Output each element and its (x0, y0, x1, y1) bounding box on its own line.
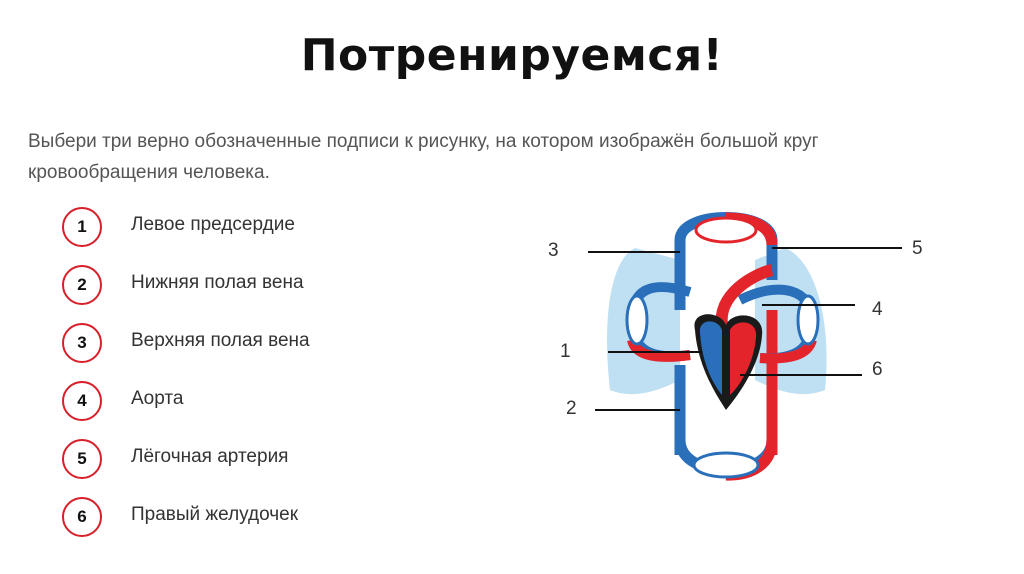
option-number-badge: 2 (62, 265, 102, 305)
callout-6: 6 (872, 359, 883, 380)
option-number-badge: 4 (62, 381, 102, 421)
circulation-illustration (588, 212, 902, 481)
callout-2: 2 (566, 398, 577, 419)
head-capillaries (694, 216, 758, 244)
option-label: Верхняя полая вена (131, 330, 310, 351)
option-number-badge: 6 (62, 497, 102, 537)
callout-3: 3 (548, 240, 559, 261)
heart-left-side (730, 322, 757, 395)
option-label: Нижняя полая вена (131, 272, 304, 293)
option-label: Лёгочная артерия (131, 446, 289, 467)
left-lung-capillaries (625, 294, 649, 346)
option-number-badge: 3 (62, 323, 102, 363)
page-title: Потренируемся! (300, 30, 724, 81)
option-number-badge: 1 (62, 207, 102, 247)
option-label: Левое предсердие (131, 214, 295, 235)
callout-4: 4 (872, 299, 883, 320)
option-label: Аорта (131, 388, 184, 409)
circulatory-diagram: 3 5 4 1 6 2 (540, 200, 940, 500)
callout-5: 5 (912, 238, 923, 259)
question-text: Выбери три верно обозначенные подписи к … (28, 131, 819, 183)
option-number-badge: 5 (62, 439, 102, 479)
heart-right-side (699, 321, 722, 395)
callout-1: 1 (560, 341, 571, 362)
body-capillaries (692, 451, 760, 479)
right-lung-capillaries (796, 294, 820, 346)
option-label: Правый желудочек (131, 504, 299, 525)
